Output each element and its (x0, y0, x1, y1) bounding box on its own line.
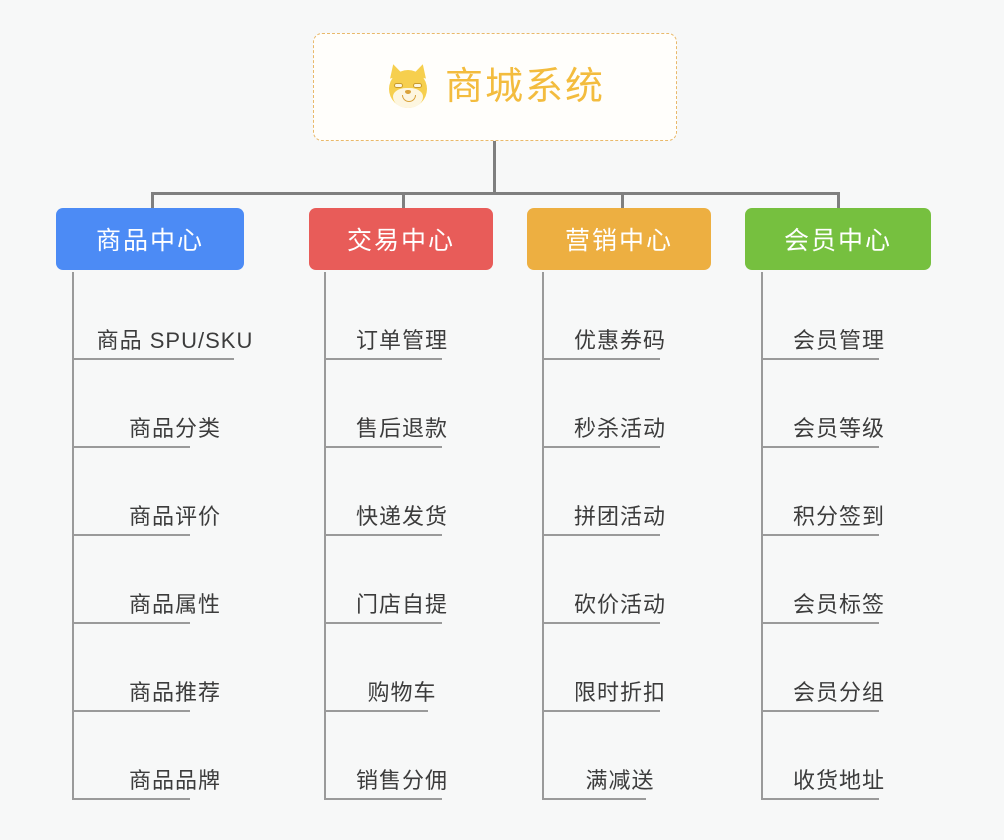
leaf-item-label: 购物车 (367, 680, 437, 705)
category-label-2: 营销中心 (564, 227, 673, 255)
leaf-underline (761, 710, 879, 712)
leaf-item-label: 订单管理 (355, 328, 448, 353)
connector-horizontal-bus (151, 192, 839, 195)
leaf-underline (72, 446, 190, 448)
leaf-item[interactable]: 秒杀活动 (542, 360, 698, 448)
leaf-item-label: 销售分佣 (355, 768, 448, 793)
leaf-item[interactable]: 订单管理 (324, 272, 480, 360)
leaf-underline (72, 358, 234, 360)
leaf-underline (761, 446, 879, 448)
leaf-column-0: 商品 SPU/SKU 商品分类商品评价商品属性商品推荐商品品牌 (72, 272, 278, 800)
category-box-2[interactable]: 营销中心 (527, 208, 711, 270)
connector-drop-商品中心 (151, 192, 154, 210)
leaf-underline (761, 534, 879, 536)
leaf-underline (542, 446, 660, 448)
leaf-underline (761, 358, 879, 360)
leaf-item[interactable]: 商品评价 (72, 448, 278, 536)
category-box-0[interactable]: 商品中心 (56, 208, 244, 270)
leaf-item-label: 秒杀活动 (573, 416, 666, 441)
leaf-item[interactable]: 积分签到 (761, 448, 917, 536)
leaf-item[interactable]: 会员标签 (761, 536, 917, 624)
shiba-dog-face-icon (385, 62, 431, 110)
leaf-item[interactable]: 商品属性 (72, 536, 278, 624)
leaf-item[interactable]: 售后退款 (324, 360, 480, 448)
leaf-item[interactable]: 优惠券码 (542, 272, 698, 360)
leaf-item-label: 快递发货 (355, 504, 448, 529)
leaf-item-label: 砍价活动 (573, 592, 666, 617)
leaf-underline (542, 534, 660, 536)
leaf-underline (324, 710, 428, 712)
leaf-item-label: 会员分组 (792, 680, 885, 705)
leaf-column-3: 会员管理会员等级积分签到会员标签会员分组收货地址 (761, 272, 917, 800)
root-node-mall-system[interactable]: 商城系统 (313, 33, 677, 141)
leaf-item[interactable]: 商品 SPU/SKU (72, 272, 278, 360)
leaf-item-label: 收货地址 (792, 768, 885, 793)
connector-drop-营销中心 (621, 192, 624, 210)
leaf-spine-3 (761, 272, 763, 800)
leaf-underline (324, 798, 442, 800)
leaf-item[interactable]: 门店自提 (324, 536, 480, 624)
leaf-item[interactable]: 快递发货 (324, 448, 480, 536)
leaf-item-label: 会员等级 (792, 416, 885, 441)
leaf-item-label: 商品分类 (128, 416, 221, 441)
leaf-item-label: 满减送 (585, 768, 655, 793)
leaf-item-label: 商品属性 (128, 592, 221, 617)
leaf-underline (72, 534, 190, 536)
leaf-item-label: 优惠券码 (573, 328, 666, 353)
leaf-underline (761, 622, 879, 624)
leaf-item[interactable]: 会员分组 (761, 624, 917, 712)
leaf-item[interactable]: 限时折扣 (542, 624, 698, 712)
leaf-item-label: 限时折扣 (573, 680, 666, 705)
leaf-item[interactable]: 商品品牌 (72, 712, 278, 800)
leaf-item[interactable]: 销售分佣 (324, 712, 480, 800)
leaf-item-label: 积分签到 (792, 504, 885, 529)
category-label-0: 商品中心 (95, 227, 204, 255)
leaf-spine-2 (542, 272, 544, 800)
leaf-item-label: 拼团活动 (573, 504, 666, 529)
category-box-3[interactable]: 会员中心 (745, 208, 931, 270)
leaf-item-label: 商品推荐 (128, 680, 221, 705)
leaf-item-label: 会员管理 (792, 328, 885, 353)
category-box-1[interactable]: 交易中心 (309, 208, 493, 270)
leaf-underline (324, 358, 442, 360)
leaf-item-label: 商品品牌 (128, 768, 221, 793)
leaf-underline (542, 358, 660, 360)
leaf-item-label: 商品评价 (128, 504, 221, 529)
leaf-underline (324, 622, 442, 624)
leaf-underline (542, 710, 660, 712)
connector-drop-交易中心 (402, 192, 405, 210)
leaf-item-label: 门店自提 (355, 592, 448, 617)
leaf-underline (324, 534, 442, 536)
root-node-title: 商城系统 (444, 66, 605, 108)
leaf-item-label: 会员标签 (792, 592, 885, 617)
leaf-item[interactable]: 购物车 (324, 624, 480, 712)
leaf-item[interactable]: 满减送 (542, 712, 698, 800)
leaf-item[interactable]: 商品分类 (72, 360, 278, 448)
category-label-1: 交易中心 (346, 227, 455, 255)
leaf-item[interactable]: 会员管理 (761, 272, 917, 360)
category-label-3: 会员中心 (783, 227, 892, 255)
leaf-item-label: 售后退款 (355, 416, 448, 441)
leaf-column-2: 优惠券码秒杀活动拼团活动砍价活动限时折扣满减送 (542, 272, 698, 800)
leaf-item[interactable]: 会员等级 (761, 360, 917, 448)
leaf-item-label: 商品 SPU/SKU (96, 328, 254, 353)
leaf-item[interactable]: 砍价活动 (542, 536, 698, 624)
leaf-underline (542, 622, 660, 624)
leaf-underline (72, 710, 190, 712)
leaf-spine-0 (72, 272, 74, 800)
leaf-underline (761, 798, 879, 800)
leaf-column-1: 订单管理售后退款快递发货门店自提购物车销售分佣 (324, 272, 480, 800)
leaf-underline (324, 446, 442, 448)
leaf-item[interactable]: 商品推荐 (72, 624, 278, 712)
leaf-item[interactable]: 拼团活动 (542, 448, 698, 536)
leaf-spine-1 (324, 272, 326, 800)
leaf-underline (72, 798, 190, 800)
leaf-underline (72, 622, 190, 624)
leaf-underline (542, 798, 646, 800)
leaf-item[interactable]: 收货地址 (761, 712, 917, 800)
connector-root-stem (493, 141, 496, 194)
connector-drop-会员中心 (837, 192, 840, 210)
